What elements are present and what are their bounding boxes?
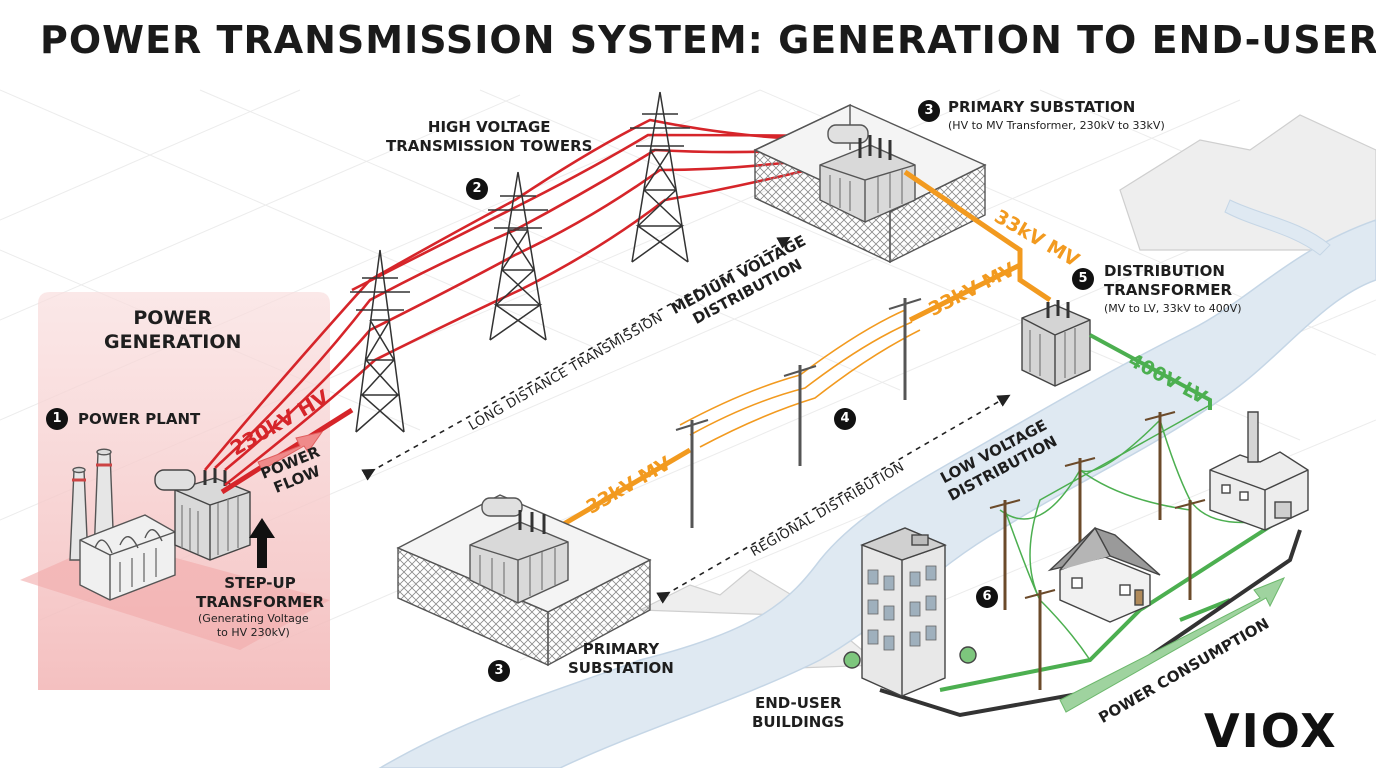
step-up-transformer-note: (Generating Voltage to HV 230kV)	[198, 612, 309, 639]
primary-substation-bottom	[396, 494, 652, 667]
step-5-badge: 5	[1072, 268, 1094, 290]
factory	[1209, 411, 1309, 531]
step-up-arrow	[249, 518, 275, 568]
viox-logo: VIOX	[1204, 704, 1338, 758]
end-user-buildings-label: END-USER BUILDINGS	[752, 694, 845, 731]
step-2-badge: 2	[466, 178, 488, 200]
mv-poles	[675, 298, 922, 528]
primary-substation-bottom-label: PRIMARY SUBSTATION	[568, 640, 674, 677]
power-generation-label: POWER GENERATION	[104, 307, 242, 353]
power-flow-arrow	[257, 431, 324, 471]
power-plant	[69, 448, 176, 601]
hv-towers-label: HIGH VOLTAGE TRANSMISSION TOWERS	[386, 118, 593, 155]
house	[1047, 526, 1161, 623]
power-consumption-arrow	[1059, 577, 1286, 713]
river-branch	[1224, 199, 1331, 256]
power-plant-label: POWER PLANT	[78, 410, 201, 428]
river	[378, 219, 1376, 768]
primary-substation-top-note: (HV to MV Transformer, 230kV to 33kV)	[948, 119, 1165, 132]
step-4-badge: 4	[834, 408, 856, 430]
step-3-top-badge: 3	[918, 100, 940, 122]
step-up-transformer-label: STEP-UP TRANSFORMER	[196, 574, 325, 611]
page-title: POWER TRANSMISSION SYSTEM: GENERATION TO…	[40, 18, 1376, 62]
distribution-transformer-label: DISTRIBUTION TRANSFORMER	[1104, 262, 1233, 299]
step-6-badge: 6	[976, 586, 998, 608]
tower-3	[630, 91, 690, 263]
step-1-badge: 1	[46, 408, 68, 430]
step-3-bottom-badge: 3	[488, 660, 510, 682]
primary-substation-top-label: PRIMARY SUBSTATION	[948, 98, 1136, 116]
step-up-transformer	[154, 468, 251, 561]
lv-poles	[989, 411, 1206, 690]
distribution-transformer-note: (MV to LV, 33kV to 400V)	[1104, 302, 1242, 315]
distribution-transformer	[1021, 300, 1091, 387]
